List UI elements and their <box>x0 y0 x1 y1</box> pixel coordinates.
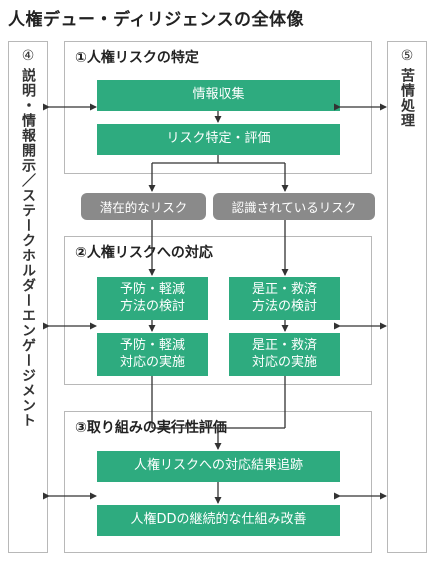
prevention-action-box: 予防・軽減 対応の実施 <box>97 333 208 376</box>
panel-label: 説明・情報開示／ステークホルダーエンゲージメント <box>20 68 36 428</box>
disclosure-engagement-panel: ④ 説明・情報開示／ステークホルダーエンゲージメント <box>8 41 48 553</box>
section-title: ②人権リスクへの対応 <box>75 245 213 261</box>
step-mechanism-improvement: 人権DDの継続的な仕組み改善 <box>97 505 340 536</box>
step-info-collection: 情報収集 <box>97 80 340 111</box>
step-result-tracking: 人権リスクへの対応結果追跡 <box>97 451 340 482</box>
section-title: ③取り組みの実行性評価 <box>75 420 227 436</box>
step-risk-assessment: リスク特定・評価 <box>97 124 340 155</box>
section-title: ①人権リスクの特定 <box>75 50 199 66</box>
prevention-method-box: 予防・軽減 方法の検討 <box>97 277 208 320</box>
remedy-action-box: 是正・救済 対応の実施 <box>229 333 340 376</box>
grievance-panel: ⑤ 苦情処理 <box>387 41 427 553</box>
recognized-risk-label: 認識されているリスク <box>213 193 375 220</box>
potential-risk-label: 潜在的なリスク <box>81 193 206 220</box>
panel-number: ⑤ <box>400 48 414 64</box>
panel-label: 苦情処理 <box>399 68 415 128</box>
panel-number: ④ <box>21 48 35 64</box>
remedy-method-box: 是正・救済 方法の検討 <box>229 277 340 320</box>
page-title: 人権デュー・ディリジェンスの全体像 <box>8 10 304 30</box>
